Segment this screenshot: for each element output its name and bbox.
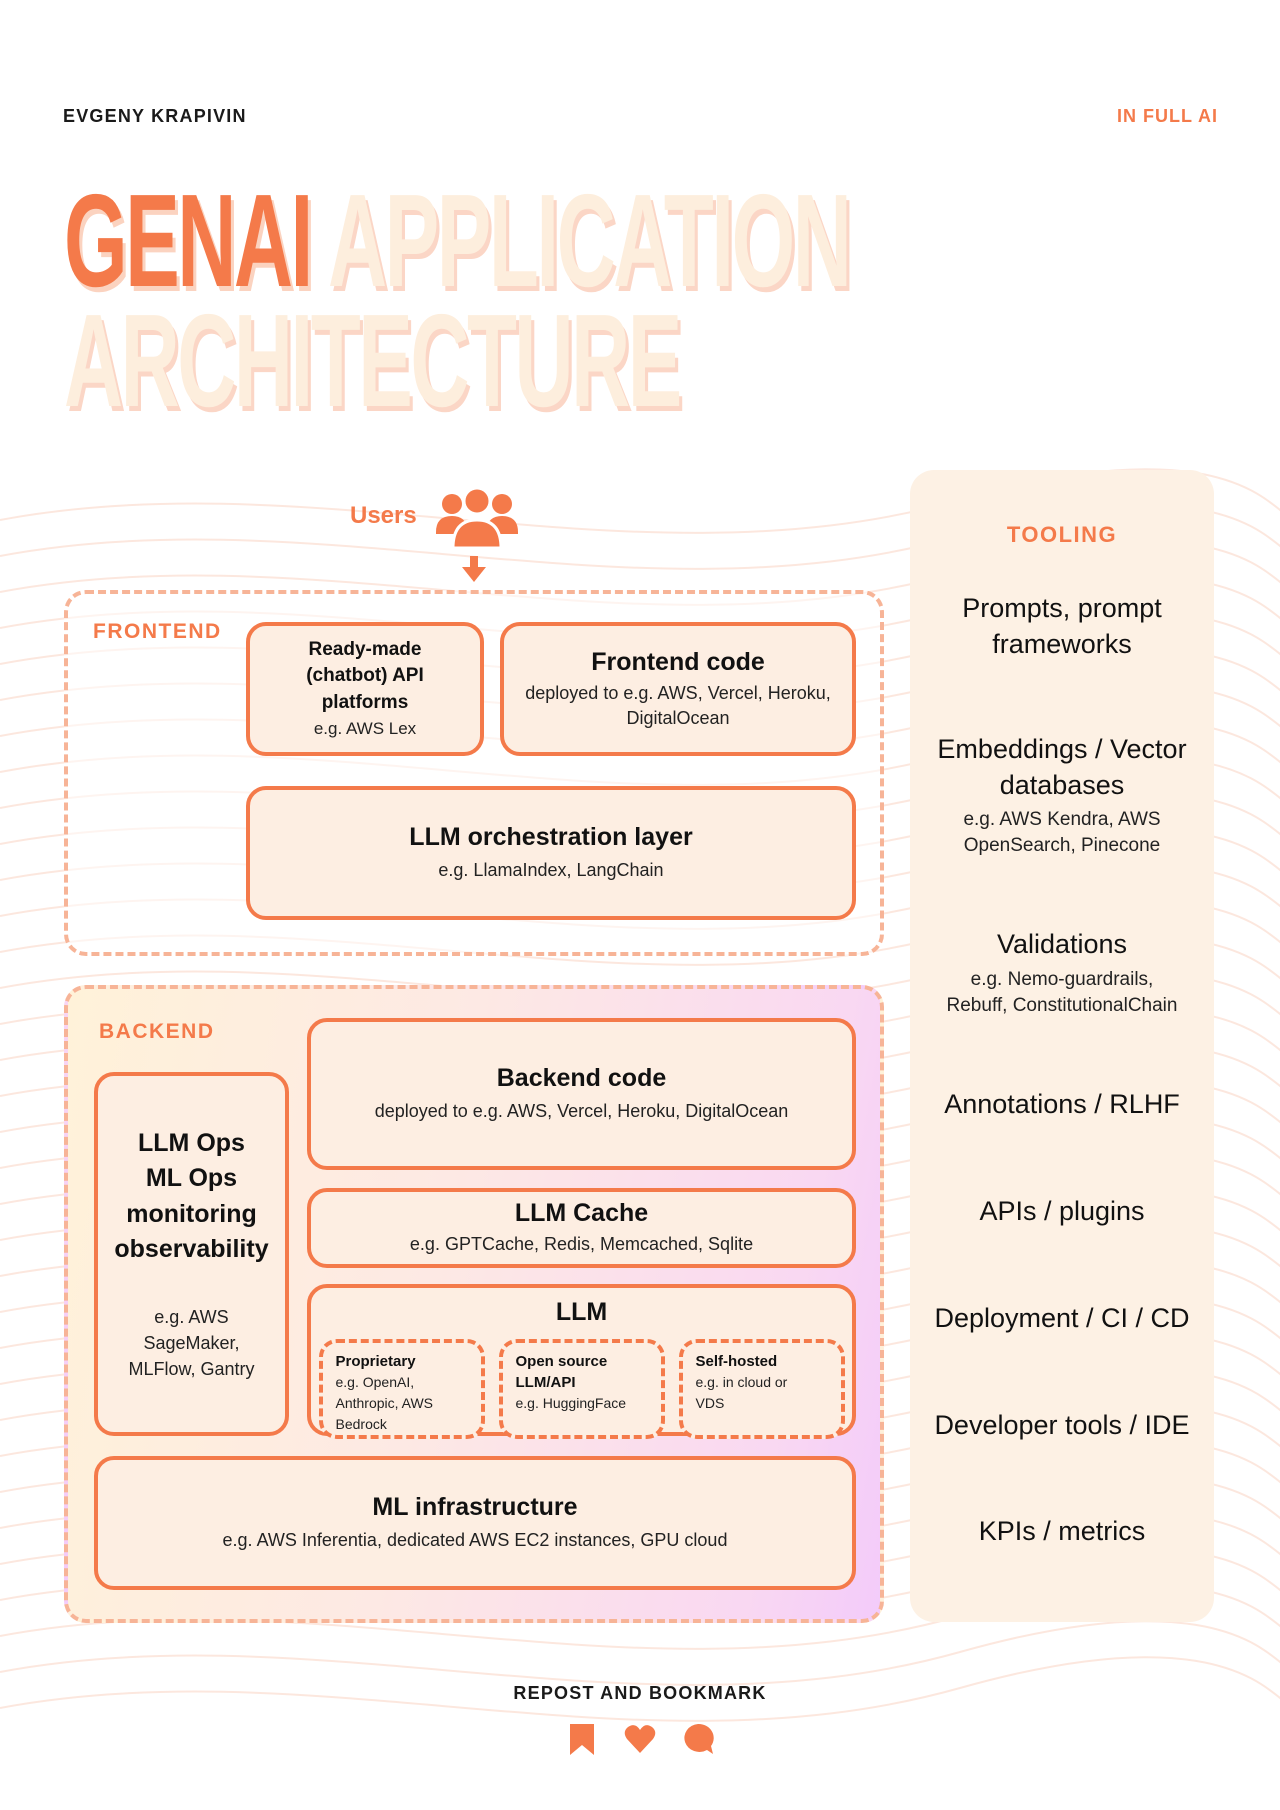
background-wave-line	[0, 1656, 1280, 1722]
readymade-title-line: (chatbot) API	[306, 665, 424, 687]
llm-title: LLM	[555, 1298, 608, 1326]
bookmark-icon[interactable]	[566, 1722, 598, 1756]
tooling-item-examples: e.g. Nemo-guardrails,	[970, 968, 1154, 990]
title-accent-word: GENAI	[64, 167, 313, 314]
tooling-item-apis: APIs / plugins	[910, 1194, 1214, 1230]
llm-ops-examples-line: e.g. AWS	[154, 1306, 229, 1327]
footer-icons	[0, 1722, 1280, 1756]
frontend-code-examples-line: deployed to e.g. AWS, Vercel, Heroku,	[525, 683, 831, 704]
llm-ops-examples-line: MLFlow, Gantry	[128, 1359, 255, 1380]
tooling-item-title: Annotations / RLHF	[944, 1089, 1180, 1119]
readymade-api-platforms-box: Ready-made (chatbot) API platforms e.g. …	[246, 622, 484, 756]
llm-option-title: LLM/API	[515, 1374, 576, 1391]
llm-box: LLM Proprietary e.g. OpenAI, Anthropic, …	[307, 1284, 856, 1439]
llm-option-title: Open source	[515, 1353, 608, 1370]
tooling-item-title: Prompts, prompt	[962, 593, 1162, 623]
llm-ops-examples: e.g. AWS SageMaker, MLFlow, Gantry	[128, 1304, 254, 1382]
tooling-item-title: frameworks	[992, 628, 1132, 659]
ml-infrastructure-box: ML infrastructure e.g. AWS Inferentia, d…	[94, 1456, 856, 1590]
background-wave-line	[0, 1620, 1280, 1686]
llm-ops-box: LLM Ops ML Ops monitoring observability …	[94, 1072, 289, 1436]
frontend-label: FRONTEND	[93, 620, 222, 643]
llm-orchestration-box: LLM orchestration layer e.g. LlamaIndex,…	[246, 786, 856, 920]
llm-option-examples: Bedrock	[335, 1416, 387, 1432]
llm-option-examples: e.g. HuggingFace	[515, 1395, 627, 1411]
llm-ops-title-line: observability	[114, 1235, 269, 1264]
tooling-item-examples: OpenSearch, Pinecone	[963, 835, 1161, 857]
tooling-item-title: KPIs / metrics	[978, 1516, 1146, 1546]
tooling-item-prompts: Prompts, prompt frameworks	[910, 591, 1214, 662]
backend-code-box: Backend code deployed to e.g. AWS, Verce…	[307, 1018, 856, 1170]
tooling-item-deployment: Deployment / CI / CD	[910, 1301, 1214, 1337]
orchestration-examples: e.g. LlamaIndex, LangChain	[438, 860, 664, 881]
backend-label: BACKEND	[99, 1020, 215, 1043]
llm-cache-box: LLM Cache e.g. GPTCache, Redis, Memcache…	[307, 1188, 856, 1268]
readymade-examples: e.g. AWS Lex	[313, 718, 417, 738]
llm-options-row: Proprietary e.g. OpenAI, Anthropic, AWS …	[318, 1339, 845, 1439]
tooling-item-title: databases	[999, 769, 1125, 800]
readymade-title-line: platforms	[321, 691, 409, 713]
frontend-code-examples-line: DigitalOcean	[626, 707, 730, 728]
frontend-code-title: Frontend code	[591, 648, 765, 677]
readymade-title: Ready-made (chatbot) API platforms	[306, 637, 424, 716]
tooling-item-title: Validations	[996, 929, 1128, 959]
llm-ops-title: LLM Ops ML Ops monitoring observability	[114, 1126, 268, 1268]
title-word-application: APPLICATION	[328, 167, 852, 314]
users-group-icon	[436, 486, 518, 550]
backend-code-examples: deployed to e.g. AWS, Vercel, Heroku, Di…	[374, 1101, 789, 1122]
llm-option-examples: e.g. OpenAI,	[335, 1374, 415, 1390]
tooling-item-title: APIs / plugins	[979, 1196, 1145, 1226]
llm-ops-title-line: ML Ops	[145, 1164, 238, 1193]
llm-option-title: Self-hosted	[695, 1353, 778, 1370]
tooling-item-validations: Validations e.g. Nemo-guardrails, Rebuff…	[910, 927, 1214, 1019]
tooling-item-developer-tools: Developer tools / IDE	[910, 1408, 1214, 1444]
llm-ops-title-line: LLM Ops	[138, 1128, 245, 1157]
tooling-item-examples: e.g. AWS Kendra, AWS	[963, 809, 1161, 831]
llm-ops-examples-line: SageMaker,	[143, 1332, 240, 1353]
background-wave-line	[0, 504, 1280, 570]
tooling-item-title: Embeddings / Vector	[937, 734, 1187, 764]
author-name: EVGENY KRAPIVIN	[63, 106, 247, 126]
llm-option-open-source: Open source LLM/API e.g. HuggingFace	[498, 1339, 665, 1439]
heart-icon[interactable]	[624, 1722, 656, 1756]
tooling-item-examples: Rebuff, ConstitutionalChain	[946, 994, 1178, 1016]
repost-cta: REPOST AND BOOKMARK	[513, 1683, 767, 1703]
llm-option-proprietary: Proprietary e.g. OpenAI, Anthropic, AWS …	[318, 1339, 485, 1439]
tooling-item-kpis: KPIs / metrics	[910, 1514, 1214, 1550]
tooling-item-embeddings: Embeddings / Vector databases e.g. AWS K…	[910, 732, 1214, 860]
llm-ops-title-line: monitoring	[126, 1199, 257, 1228]
background-wave-line	[0, 468, 1280, 534]
llm-option-self-hosted: Self-hosted e.g. in cloud or VDS	[678, 1339, 845, 1439]
llm-option-examples: Anthropic, AWS	[335, 1395, 434, 1411]
brand-name: IN FULL AI	[1117, 106, 1218, 126]
llm-cache-examples: e.g. GPTCache, Redis, Memcached, Sqlite	[409, 1234, 754, 1255]
llm-cache-title: LLM Cache	[514, 1199, 649, 1228]
comment-icon[interactable]	[682, 1722, 714, 1756]
backend-code-title: Backend code	[496, 1064, 667, 1093]
page-title-line-1: GENAI APPLICATION	[64, 175, 852, 307]
ml-infra-examples: e.g. AWS Inferentia, dedicated AWS EC2 i…	[222, 1530, 728, 1551]
page-title-line-2: ARCHITECTURE	[64, 287, 682, 434]
orchestration-title: LLM orchestration layer	[409, 823, 693, 852]
llm-option-examples: VDS	[695, 1395, 725, 1411]
tooling-item-title: Developer tools / IDE	[934, 1410, 1190, 1440]
arrow-down-icon	[462, 556, 486, 582]
frontend-code-box: Frontend code deployed to e.g. AWS, Verc…	[500, 622, 856, 756]
readymade-title-line: Ready-made	[308, 639, 422, 661]
tooling-item-title: Deployment / CI / CD	[934, 1303, 1190, 1333]
llm-option-examples: e.g. in cloud or	[695, 1374, 788, 1390]
tooling-panel	[910, 470, 1214, 1622]
ml-infra-title: ML infrastructure	[372, 1493, 578, 1522]
tooling-label: TOOLING	[1006, 522, 1118, 547]
frontend-code-examples: deployed to e.g. AWS, Vercel, Heroku, Di…	[525, 681, 831, 730]
llm-option-title: Proprietary	[335, 1353, 416, 1370]
tooling-item-annotations: Annotations / RLHF	[910, 1087, 1214, 1123]
users-label: Users	[350, 502, 417, 529]
